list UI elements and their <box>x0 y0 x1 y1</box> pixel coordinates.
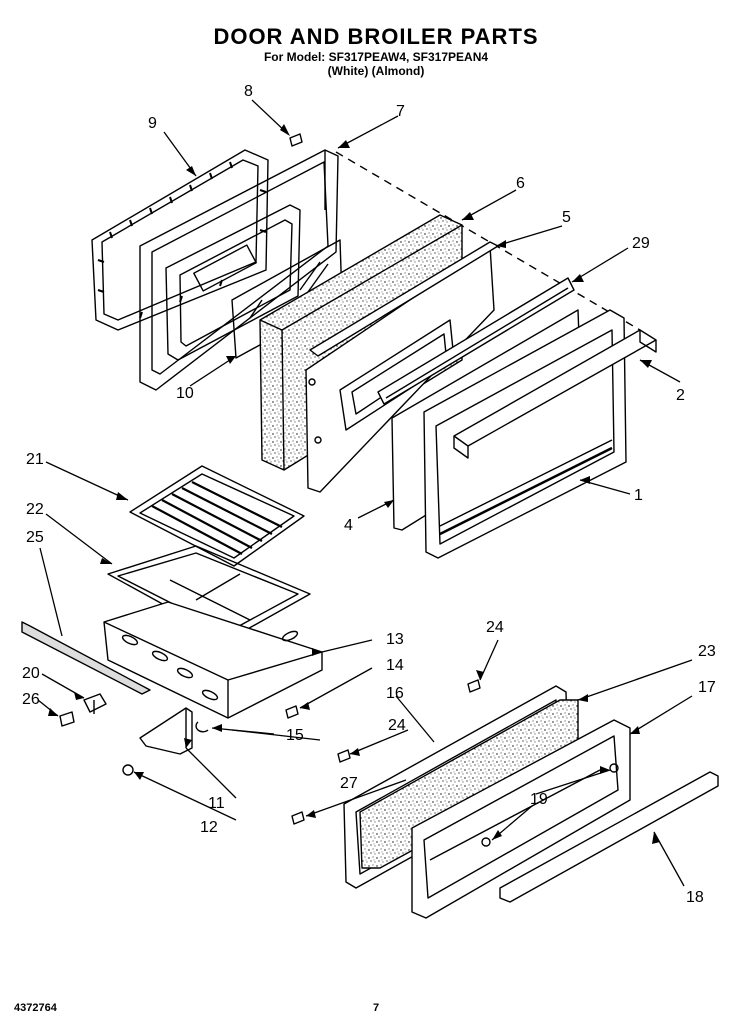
part-19-grommet-a <box>609 763 619 773</box>
part-21-broiler-grid <box>129 465 305 567</box>
part-7-inner-door-panel <box>139 149 339 391</box>
callout-20: 20 <box>22 665 40 682</box>
callout-18: 18 <box>686 889 704 906</box>
part-26-screw <box>59 711 75 727</box>
page-number: 7 <box>372 1002 380 1014</box>
callout-24a: 24 <box>486 619 504 636</box>
model-colors: (White) (Almond) <box>327 64 425 78</box>
callout-24b: 24 <box>388 717 406 734</box>
callout-27: 27 <box>340 775 358 792</box>
callout-numbers: 8 7 9 6 5 29 2 1 4 10 21 22 25 20 26 13 … <box>22 83 716 906</box>
document-number: 4372764 <box>14 1002 57 1014</box>
callout-9: 9 <box>148 115 157 132</box>
callout-1: 1 <box>634 487 643 504</box>
part-24-screw-upper <box>467 679 481 693</box>
callout-21: 21 <box>26 451 44 468</box>
part-24-screw-lower <box>337 749 351 763</box>
callout-11: 11 <box>208 795 225 812</box>
diagram-title: DOOR AND BROILER PARTS <box>213 24 539 49</box>
callout-15: 15 <box>286 727 304 744</box>
callout-26: 26 <box>22 691 40 708</box>
part-13-broiler-pan <box>103 601 323 719</box>
part-27-screw <box>291 811 305 825</box>
part-14-fastener <box>285 705 299 719</box>
part-25-trim-strip <box>21 621 151 695</box>
part-8-screw <box>289 133 303 147</box>
callout-16: 16 <box>386 685 404 702</box>
part-17-drawer-front <box>411 719 631 919</box>
part-18-drawer-trim <box>499 771 719 903</box>
callout-14: 14 <box>386 657 404 674</box>
callout-29: 29 <box>632 235 650 252</box>
arrow-heads <box>48 124 660 844</box>
callout-8: 8 <box>244 83 253 100</box>
part-15-clip <box>195 721 209 733</box>
callout-6: 6 <box>516 175 525 192</box>
part-12-grommet <box>122 764 134 776</box>
part-20-clip <box>83 693 107 714</box>
part-2-door-handle <box>453 329 657 459</box>
callout-10: 10 <box>176 385 194 402</box>
callout-5: 5 <box>562 209 571 226</box>
callout-19: 19 <box>530 791 548 808</box>
callout-25: 25 <box>26 529 44 546</box>
part-11-bracket <box>139 707 193 755</box>
callout-13: 13 <box>386 631 404 648</box>
part-29-trim-bar <box>377 277 575 405</box>
callout-7: 7 <box>396 103 405 120</box>
part-19-grommet-b <box>481 837 491 847</box>
model-numbers: For Model: SF317PEAW4, SF317PEAN4 <box>263 50 489 64</box>
callout-2: 2 <box>676 387 685 404</box>
callout-23: 23 <box>698 643 716 660</box>
callout-4: 4 <box>344 517 353 534</box>
callout-22: 22 <box>26 501 44 518</box>
callout-12: 12 <box>200 819 218 836</box>
callout-17: 17 <box>698 679 716 696</box>
